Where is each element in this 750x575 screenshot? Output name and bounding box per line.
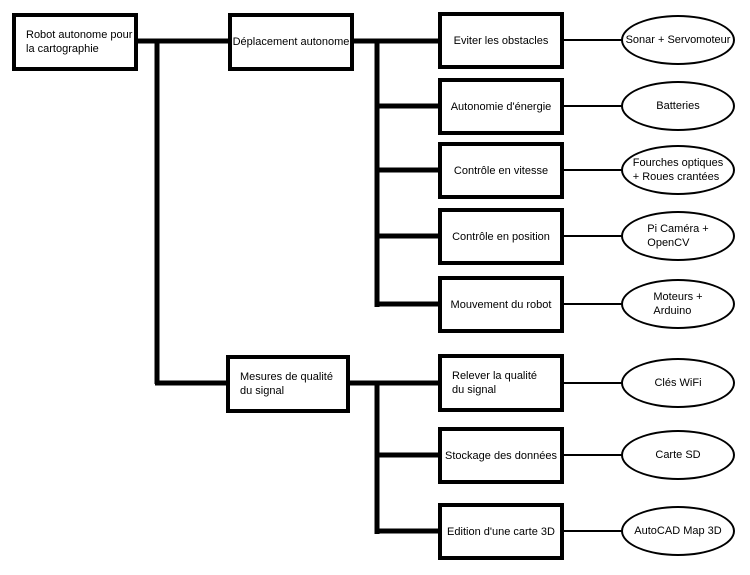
node-root: Robot autonome pour la cartographie <box>12 13 138 71</box>
task-label: Autonomie d'énergie <box>450 100 552 113</box>
node-root-label: Robot autonome pour la cartographie <box>26 29 133 55</box>
tool-label: Sonar + Servomoteur <box>625 34 731 46</box>
task-box-eviter-obstacles: Eviter les obstacles <box>438 12 564 69</box>
node-branch-mesures-qualite-signal: Mesures de qualité du signal <box>226 355 350 413</box>
node-branch-label: Mesures de qualité du signal <box>240 371 333 397</box>
task-box-relever-qualite-signal: Relever la qualité du signal <box>438 354 564 412</box>
task-box-mouvement-robot: Mouvement du robot <box>438 276 564 333</box>
tool-label: Fourches optiques + Roues crantées <box>632 157 724 183</box>
tool-ellipse-fourches-roues: Fourches optiques + Roues crantées <box>621 145 735 195</box>
tool-ellipse-cles-wifi: Clés WiFi <box>621 358 735 408</box>
tool-ellipse-pi-camera-opencv: Pi Caméra + OpenCV <box>621 211 735 261</box>
tool-ellipse-batteries: Batteries <box>621 81 735 131</box>
tool-label: Clés WiFi <box>654 377 702 389</box>
tool-label: Carte SD <box>655 449 701 461</box>
task-label: Relever la qualité du signal <box>452 370 537 396</box>
task-box-stockage-donnees: Stockage des données <box>438 427 564 484</box>
task-label: Eviter les obstacles <box>453 34 549 47</box>
tool-ellipse-moteurs-arduino: Moteurs + Arduino <box>621 279 735 329</box>
task-label: Edition d'une carte 3D <box>447 525 555 538</box>
task-label: Contrôle en position <box>452 230 550 243</box>
task-box-controle-vitesse: Contrôle en vitesse <box>438 142 564 199</box>
task-box-controle-position: Contrôle en position <box>438 208 564 265</box>
node-branch-deplacement-autonome: Déplacement autonome <box>228 13 354 71</box>
task-label: Stockage des données <box>445 449 557 462</box>
tool-ellipse-sonar-servomoteur: Sonar + Servomoteur <box>621 15 735 65</box>
tool-label: Moteurs + Arduino <box>653 291 703 317</box>
tool-ellipse-carte-sd: Carte SD <box>621 430 735 480</box>
task-label: Mouvement du robot <box>450 298 552 311</box>
tool-label: Pi Caméra + OpenCV <box>647 223 709 249</box>
task-box-autonomie-energie: Autonomie d'énergie <box>438 78 564 135</box>
task-box-edition-carte-3d: Edition d'une carte 3D <box>438 503 564 560</box>
tool-label: AutoCAD Map 3D <box>634 525 722 537</box>
tool-ellipse-autocad-map-3d: AutoCAD Map 3D <box>621 506 735 556</box>
tool-label: Batteries <box>656 100 700 112</box>
task-label: Contrôle en vitesse <box>453 164 549 177</box>
node-branch-label: Déplacement autonome <box>232 36 350 48</box>
